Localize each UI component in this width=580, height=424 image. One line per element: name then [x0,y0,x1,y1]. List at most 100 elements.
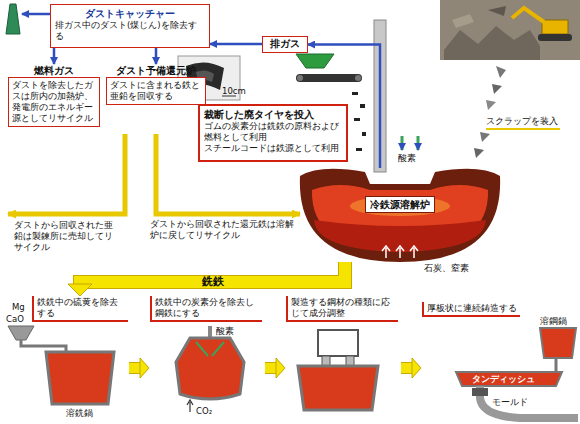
tire-chip [360,104,365,108]
oxygen-arrow [401,136,404,150]
node-title: 排ガス [265,38,305,50]
flow-arrow [68,262,345,296]
annotation-label: 酸素 [398,153,428,164]
chimney [6,4,20,34]
flow-label-box: 排ガス [262,36,308,53]
conveyor-belt [296,74,362,82]
node-title: ダスト予備還元炉 [106,64,206,77]
excavator-body [542,20,568,34]
process-stage: 鉄銑中の硫黄を除去する [32,296,128,420]
node-text: ダストを除去したガスは所内の加熱炉、発電所のエネルギー源としてリサイクル [8,77,100,127]
flow-band [129,363,141,373]
oxygen-arrow [417,136,420,150]
arrow-head [412,358,421,378]
tuyere-arrow [410,246,418,258]
vacuum-vessel [318,330,358,356]
node-title: ダストキャッチャー [55,7,205,20]
annotation-label: モールド [492,397,542,408]
furnace: 冷鉄源溶解炉 [300,168,500,262]
connector-line [155,48,158,64]
hot-metal-ladle [46,352,114,404]
node-title: 厚板状に連続鋳造する [422,302,520,317]
scrap-photo [440,0,580,60]
arrow-head [276,358,285,378]
scrap-piece [492,84,502,94]
node-title: 冷鉄源溶解炉 [365,196,435,213]
shroud-nozzle [555,358,558,372]
annotation-label: 石炭、窒素 [424,263,484,274]
roller [355,75,361,81]
furnace-shell [300,169,500,262]
node-title: 裁断した廃タイヤを投入 [204,108,342,121]
flow-band [265,363,277,373]
label-underline [486,128,560,130]
annotation-label: 溶銑鍋 [66,408,102,419]
converter [176,338,244,399]
flow-band-outline [129,362,141,374]
node-text: 排ガス中のダスト(煤じん)を除去する [55,20,205,42]
scrap-pile [444,26,540,60]
node-title: 鉄銑中の硫黄を除去する [32,296,128,322]
node-text: スチールコードは鉄源として利用 [204,143,342,154]
node-title: 燃料ガス [8,64,100,77]
node-text: ゴムの炭素分は銑鉄の原料および燃料として利用 [204,121,342,143]
annotation-label: 酸素 [216,326,246,337]
annotation-label: スクラップを装入 [486,116,566,127]
flow-band-outline [265,362,277,374]
gas-arrow [187,400,193,412]
gas-flow-arrow [22,13,50,16]
process-box: 燃料ガスダストを除去したガスは所内の加熱炉、発電所のエネルギー源としてリサイクル [8,64,100,134]
tire-chip [352,92,358,95]
tundish [456,372,562,386]
tire-chip [356,148,362,151]
tuyere-arrow [396,246,404,258]
node-title: 鉄銑中の炭素分を除去し鋼鉄にする [150,296,262,322]
flux-hopper [8,326,34,340]
excavator-arm [512,8,544,22]
connector [210,44,262,45]
scrap-piece [474,148,484,158]
scrap-piece [452,14,474,28]
annotation-label: 溶鋼鍋 [540,316,578,327]
excavator-track [538,34,572,41]
flame [350,196,450,216]
annotation-label: 10cm [222,86,252,97]
flow-arrow [401,358,421,378]
connector [54,48,55,64]
hopper [296,54,334,68]
arrow-head [68,284,92,296]
process-stage: 鉄銑中の炭素分を除去し鋼鉄にする [150,296,264,420]
annotation-label: ダストから回収された亜鉛は製錬所に売却してリサイクル [14,220,118,253]
arrow-head [140,358,149,378]
furnace-interior [312,185,488,252]
cast-strand [480,386,578,418]
tire-chip [354,118,360,121]
process-box: ダストキャッチャー排ガス中のダスト(煤じん)を除去する [50,4,210,48]
process-box: ダスト予備還元炉ダストに含まれる鉄と亜鉛を回収する [106,64,206,134]
tuyere-arrow [382,246,390,258]
steel-ladle [540,328,576,358]
steel-ladle [298,366,378,410]
process-stage: 製造する鋼材の種類に応じて成分調整 [286,296,400,420]
oxygen-arrow [196,342,224,356]
connector-line [210,43,262,46]
edge-label: ダストから回収された還元鉄は溶解炉に戻してリサイクル [150,219,300,241]
zinc-flow-arrow [8,134,125,214]
connector-line [53,48,56,64]
flow-arrow [129,358,149,378]
flow-band [401,363,413,373]
roller [297,75,303,81]
node-text: ダストに含まれる鉄と亜鉛を回収する [106,77,206,105]
tire-chip [362,132,366,136]
mold [472,388,488,396]
flow-arrow [265,358,285,378]
annotation-label: Mg [12,302,32,313]
annotation-label: タンディッシュ [472,374,552,385]
annotation-label: CO₂ [196,406,226,417]
scrap-piece [486,100,496,110]
edge-label: 銑鉄 [188,275,238,288]
connector [156,48,157,64]
annotation-label: CaO [6,314,30,325]
